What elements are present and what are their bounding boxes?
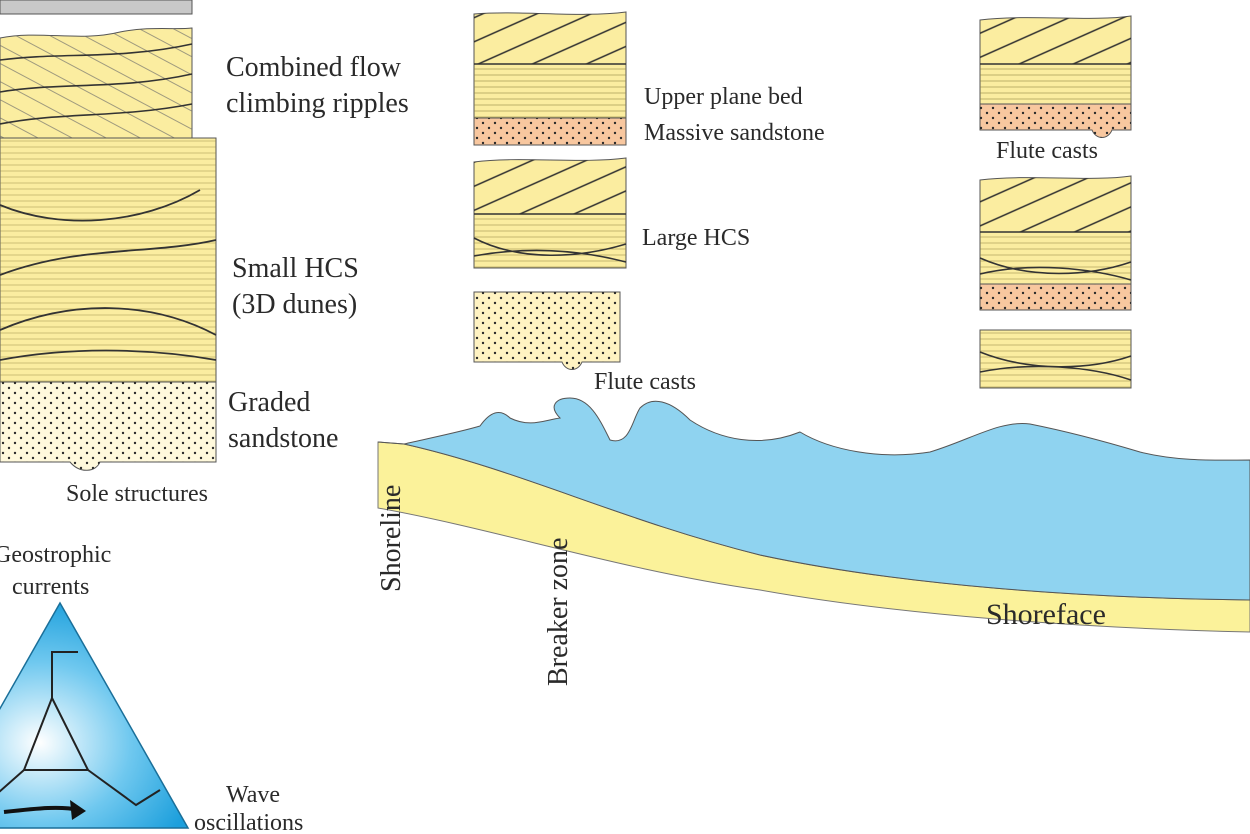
breaker-zone-label: Breaker zone bbox=[543, 538, 574, 686]
geostrophic-label-line-1: Geostrophic bbox=[0, 542, 111, 568]
upper-plane-bed-label: Upper plane bed bbox=[644, 84, 803, 110]
climbing-label-line-2: climbing ripples bbox=[226, 88, 409, 119]
hcs-label-line-1: Small HCS bbox=[232, 253, 359, 284]
large-hcs-label: Large HCS bbox=[642, 225, 750, 251]
left-column bbox=[0, 0, 217, 471]
shoreface-label: Shoreface bbox=[986, 598, 1106, 631]
middle-column-2 bbox=[473, 157, 627, 269]
graded-label-line-2: sandstone bbox=[228, 423, 338, 454]
mud-cap bbox=[0, 0, 193, 15]
geostrophic-label-line-2: currents bbox=[12, 574, 89, 600]
shoreline-label: Shoreline bbox=[376, 485, 407, 592]
graded-label-line-1: Graded bbox=[228, 387, 310, 418]
wave-label-line-1: Wave bbox=[226, 782, 280, 808]
sole-structures-label: Sole structures bbox=[66, 481, 208, 507]
sea-water bbox=[377, 397, 1250, 601]
shore-profile bbox=[377, 397, 1250, 633]
right-column-1 bbox=[979, 15, 1132, 138]
wave-label-line-2: oscillations bbox=[194, 810, 303, 834]
right-column-2 bbox=[979, 175, 1132, 311]
middle-column-1 bbox=[473, 11, 627, 146]
flute-casts-label-middle: Flute casts bbox=[594, 369, 696, 395]
right-column-3 bbox=[979, 329, 1132, 389]
massive-sandstone-label: Massive sandstone bbox=[644, 120, 825, 146]
middle-column-3 bbox=[473, 291, 621, 370]
hcs-label-line-2: (3D dunes) bbox=[232, 289, 357, 320]
flute-casts-label-right: Flute casts bbox=[996, 138, 1098, 164]
climbing-label-line-1: Combined flow bbox=[226, 52, 402, 83]
process-triangle bbox=[0, 601, 190, 829]
